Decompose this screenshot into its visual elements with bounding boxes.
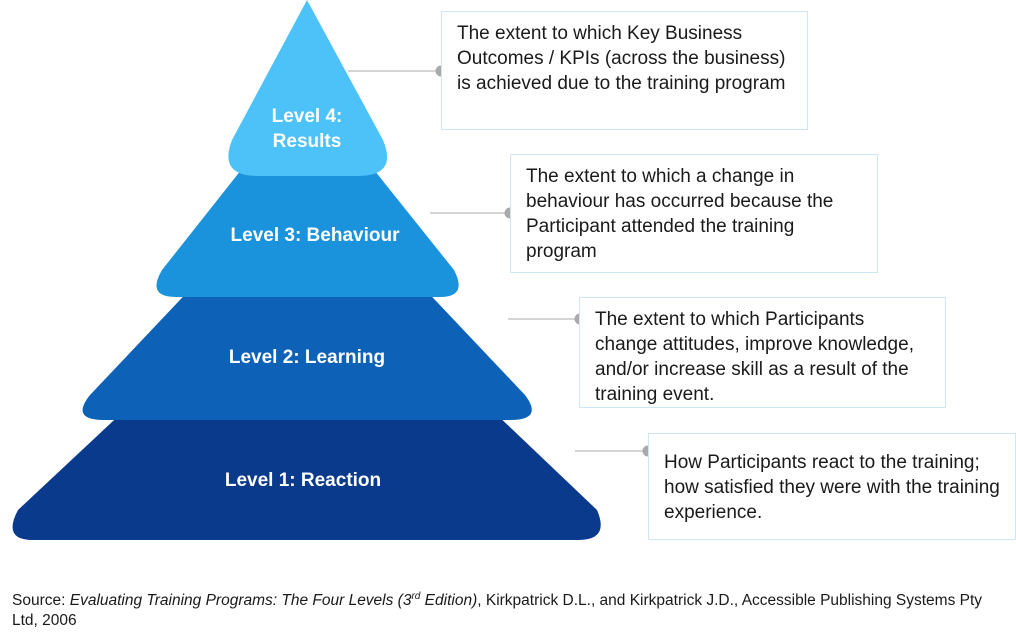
source-citation: Source: Evaluating Training Programs: Th… <box>12 587 1002 631</box>
level-2-description: The extent to which Participants change … <box>579 297 946 408</box>
source-title-main: Evaluating Training Programs: The Four L… <box>69 592 412 610</box>
level-4-band <box>228 0 388 176</box>
source-suffix: , Kirkpatrick D.L., and Kirkpatrick J.D.… <box>12 592 983 630</box>
level-1-label: Level 1: Reaction <box>224 470 382 491</box>
level-4-description: The extent to which Key Business Outcome… <box>441 11 808 130</box>
level-2-label: Level 2: Learning <box>228 347 386 368</box>
level-1-band <box>12 392 601 540</box>
level-3-label: Level 3: Behaviour <box>230 225 400 246</box>
level-4-label: Level 4: Results <box>271 106 343 152</box>
level-3-description: The extent to which a change in behaviou… <box>510 154 878 273</box>
source-title-sup: rd <box>411 591 421 602</box>
source-prefix: Source: <box>12 592 70 610</box>
level-3-band <box>156 146 459 297</box>
source-title-end: Edition) <box>420 592 478 610</box>
connector-lines <box>348 70 648 452</box>
level-1-description: How Participants react to the training; … <box>648 433 1016 540</box>
source-title: Evaluating Training Programs: The Four L… <box>69 591 478 610</box>
level-2-band <box>82 265 532 420</box>
